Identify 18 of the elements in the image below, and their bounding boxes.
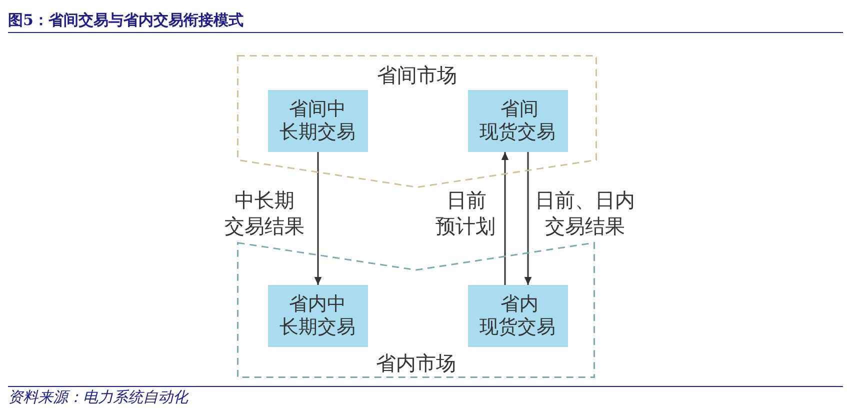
edge-label: 日前预计划 xyxy=(436,187,496,239)
box-label: 省内中长期交易 xyxy=(280,293,356,339)
edge-label: 中长期交易结果 xyxy=(224,187,306,239)
region-label: 省间市场 xyxy=(377,62,457,88)
process-box xyxy=(468,285,568,347)
process-box xyxy=(268,285,368,347)
process-box xyxy=(268,90,368,152)
arrow xyxy=(524,152,532,285)
region-label: 省内市场 xyxy=(376,350,456,376)
process-box xyxy=(468,90,568,152)
figure-title: 图5：省间交易与省内交易衔接模式 xyxy=(8,10,244,30)
box-label: 省间现货交易 xyxy=(480,98,556,144)
source-caption: 资料来源：电力系统自动化 xyxy=(8,388,188,407)
arrow xyxy=(501,152,509,285)
box-label: 省间中长期交易 xyxy=(280,98,356,144)
edge-label: 日前、日内交易结果 xyxy=(534,187,636,239)
box-label: 省内现货交易 xyxy=(480,293,556,339)
arrow xyxy=(314,152,322,285)
